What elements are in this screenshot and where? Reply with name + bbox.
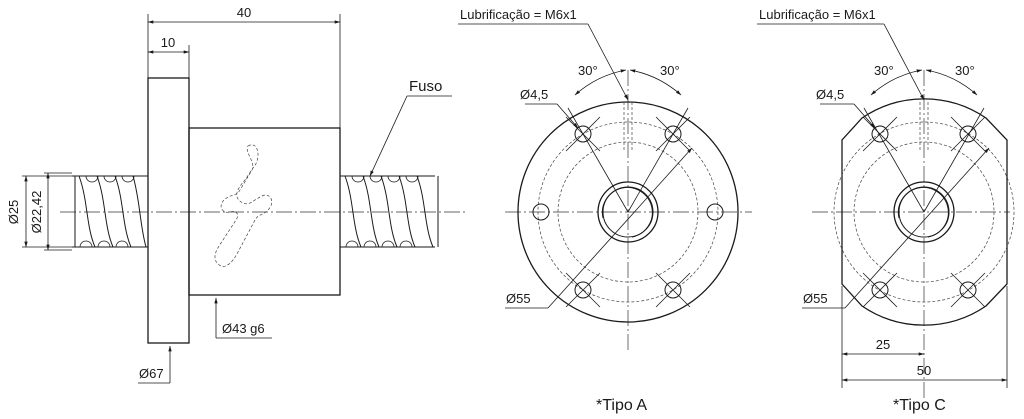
hole-diameter-a: Ø4,5 xyxy=(520,87,548,102)
bolt-hole xyxy=(871,125,889,143)
dim-outer-diameter: Ø25 xyxy=(6,200,21,225)
screw-left xyxy=(72,175,148,248)
dim-root-diameter: Ø22,42 xyxy=(29,191,44,234)
label-screw: Fuso xyxy=(409,78,442,95)
flange-outline-c xyxy=(841,98,1008,326)
side-view: 40 10 Fuso Ø25 Ø22,42 Ø43 g6 Ø67 xyxy=(6,5,465,384)
angle-left-a: 30° xyxy=(578,63,598,78)
bolt-hole xyxy=(574,125,592,143)
dim-flange-width: 10 xyxy=(161,35,175,50)
dim-width-c: 50 xyxy=(917,363,931,378)
flange xyxy=(147,77,190,344)
front-view-type-a: 30° 30° Lubrificação = M6x1 Ø4,5 Ø55 *Ti… xyxy=(458,7,752,414)
bolt-circle-c xyxy=(833,121,1015,303)
lubrication-label-c: Lubrificação = M6x1 xyxy=(759,7,876,22)
angle-right-c: 30° xyxy=(955,63,975,78)
hole-diameter-c: Ø4,5 xyxy=(816,87,844,102)
lubrication-label-a: Lubrificação = M6x1 xyxy=(460,7,577,22)
dim-overall-length: 40 xyxy=(237,5,251,20)
caption-type-a: *Tipo A xyxy=(596,397,647,414)
bolt-holes-c xyxy=(862,116,986,308)
body-outline-hidden-c xyxy=(853,141,995,283)
bolt-circle-c-label: Ø55 xyxy=(803,291,828,306)
bolt-circle-a-label: Ø55 xyxy=(506,291,531,306)
bolt-hole xyxy=(574,281,592,299)
bolt-hole xyxy=(532,203,550,221)
dim-flange-diameter: Ø67 xyxy=(139,366,164,381)
screw-bore-c xyxy=(893,181,955,243)
bolt-hole xyxy=(706,203,724,221)
flange-outline-a xyxy=(517,101,739,323)
body-outline-hidden-a xyxy=(557,141,699,283)
bolt-hole xyxy=(664,281,682,299)
bolt-hole xyxy=(959,125,977,143)
screw-bore-a xyxy=(597,181,659,243)
bolt-circle-a xyxy=(537,121,719,303)
bolt-hole xyxy=(871,281,889,299)
dim-body-diameter: Ø43 g6 xyxy=(222,321,265,336)
angle-left-c: 30° xyxy=(874,63,894,78)
nut-body xyxy=(188,127,341,296)
bolt-hole xyxy=(664,125,682,143)
ball-return-channel xyxy=(214,144,273,267)
front-view-type-c: 30° 30° Lubrificação = M6x1 Ø4,5 Ø55 25 … xyxy=(757,7,1015,414)
screw-right xyxy=(340,175,439,248)
angle-right-a: 30° xyxy=(660,63,680,78)
caption-type-c: *Tipo C xyxy=(893,397,946,414)
bolt-hole xyxy=(959,281,977,299)
dim-half-width-c: 25 xyxy=(876,337,890,352)
